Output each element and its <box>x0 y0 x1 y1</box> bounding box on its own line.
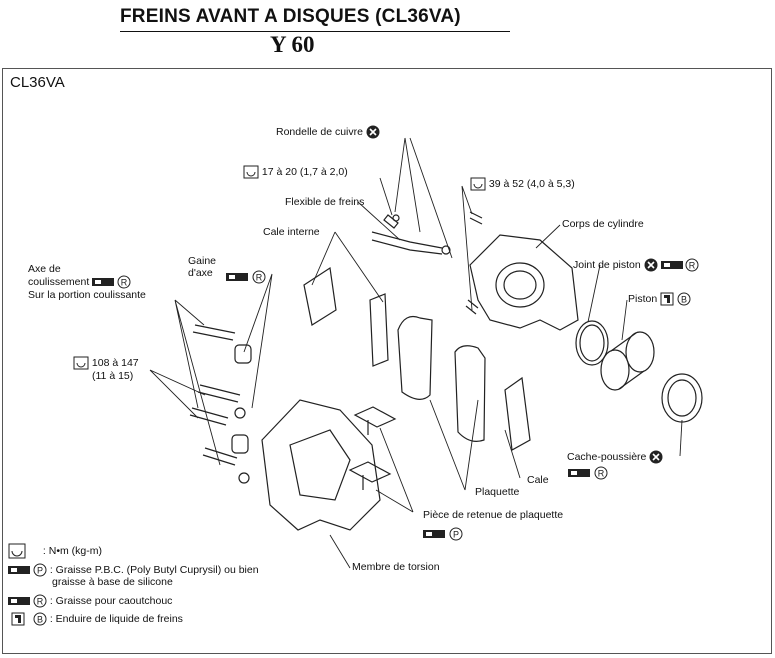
model-code: CL36VA <box>10 74 65 91</box>
torque-wrench-icon <box>243 165 259 179</box>
label-torque-2: 39 à 52 (4,0 à 5,3) <box>470 177 575 191</box>
inner-shim-drawing <box>303 266 389 367</box>
replace-icon <box>644 258 658 272</box>
legend: : N•m (kg-m) P : Graisse P.B.C. (Poly Bu… <box>8 543 259 630</box>
label-axe: Axe de coulissement R Sur la portion cou… <box>28 263 146 301</box>
torque-wrench-icon <box>8 543 26 559</box>
circle-letter-r-icon: R <box>685 258 699 272</box>
title-underline <box>120 31 510 32</box>
circle-letter-r-icon: R <box>117 275 131 289</box>
letter-r: R <box>689 261 696 271</box>
brake-hose-drawing <box>371 214 451 255</box>
grease-gun-icon <box>92 278 115 286</box>
label-cale: Cale <box>527 474 549 486</box>
label-joint: Joint de piston R <box>573 258 699 272</box>
cylinder-body-drawing <box>469 234 579 331</box>
letter-p: P <box>37 566 43 576</box>
pads-drawing <box>397 315 486 442</box>
legend-row-torque: : N•m (kg-m) <box>8 543 259 563</box>
label-flexible: Flexible de freins <box>285 196 365 208</box>
circle-letter-r-icon: R <box>252 270 266 284</box>
leader-lines <box>149 137 683 569</box>
letter-b: B <box>37 615 43 625</box>
bolts-drawing <box>189 211 483 466</box>
legend-row-rubber: R : Graisse pour caoutchouc <box>8 594 259 612</box>
legend-row-pbc-cont: graisse à base de silicone <box>52 576 173 588</box>
letter-r: R <box>37 597 44 607</box>
legend-row-pbc: P : Graisse P.B.C. (Poly Butyl Cuprysil)… <box>8 563 259 577</box>
circle-letter-p-icon: P <box>33 563 47 577</box>
circle-letter-b-icon: B <box>677 292 691 306</box>
circle-letter-p-icon: P <box>449 527 463 541</box>
grease-gun-icon <box>423 529 445 538</box>
grease-gun-icon <box>8 597 30 605</box>
cache-symbols: R <box>568 464 608 482</box>
label-torque-1: 17 à 20 (1,7 à 2,0) <box>243 165 348 179</box>
boot-sleeves-drawing <box>231 344 252 484</box>
letter-r: R <box>121 278 128 288</box>
piston-seal-drawing <box>575 320 609 366</box>
label-rondelle: Rondelle de cuivre <box>276 125 380 139</box>
label-piston: Piston B <box>628 292 691 306</box>
torque-wrench-icon <box>470 177 486 191</box>
diagram-frame <box>2 68 772 654</box>
grease-gun-icon <box>568 468 590 477</box>
brake-fluid-icon <box>11 612 25 626</box>
torque-member-drawing <box>261 399 381 531</box>
letter-p: P <box>453 529 459 539</box>
replace-icon <box>366 125 380 139</box>
label-membre: Membre de torsion <box>352 561 440 573</box>
label-gaine: Gaine d'axe <box>188 255 217 279</box>
circle-letter-b-icon: B <box>33 612 47 626</box>
circle-letter-r-icon: R <box>33 594 47 608</box>
outer-shim-drawing <box>504 376 531 451</box>
brake-fluid-icon <box>660 292 674 306</box>
legend-row-fluid: B : Enduire de liquide de freins <box>8 612 259 630</box>
dust-boot-drawing <box>661 373 703 423</box>
grease-gun-icon <box>660 261 683 269</box>
label-piece: Pièce de retenue de plaquette <box>423 509 564 521</box>
piece-symbols: P <box>423 525 463 543</box>
gaine-symbols: R <box>226 268 266 286</box>
label-cache: Cache-poussière <box>567 450 663 464</box>
page-title: FREINS AVANT A DISQUES (CL36VA) <box>120 6 461 27</box>
pad-retainers-drawing <box>348 406 397 490</box>
piston-drawing <box>600 331 655 391</box>
label-plaquette: Plaquette <box>475 486 520 498</box>
circle-letter-r-icon: R <box>594 466 608 480</box>
grease-gun-icon <box>8 566 30 574</box>
label-torque-3: 108 à 147 (11 à 15) <box>73 356 139 382</box>
grease-gun-icon <box>226 272 248 281</box>
torque-wrench-icon <box>73 356 89 370</box>
letter-b: B <box>681 295 687 305</box>
replace-icon <box>649 450 663 464</box>
label-corps: Corps de cylindre <box>562 218 644 230</box>
letter-r: R <box>256 272 263 282</box>
letter-r: R <box>598 468 605 478</box>
page-subtitle: Y 60 <box>270 32 315 57</box>
label-cale-interne: Cale interne <box>263 226 320 238</box>
